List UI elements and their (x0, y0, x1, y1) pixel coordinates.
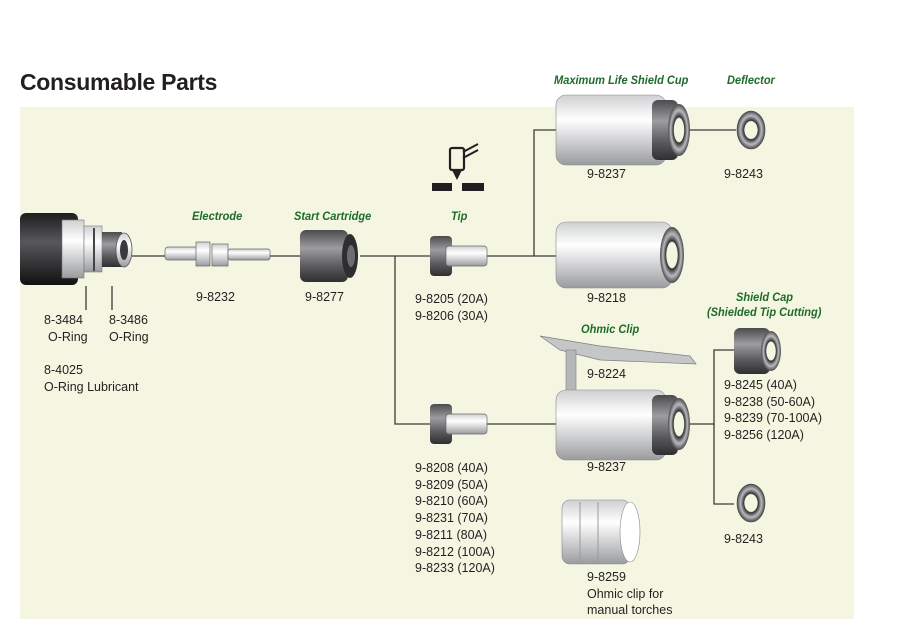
shield-cup-drag-part (555, 221, 684, 289)
label-ohmic-clip: Ohmic Clip (581, 322, 640, 336)
ohmic-manual-part (561, 499, 641, 565)
line-cup-deflector-bottom (713, 424, 734, 505)
part-number: 8-3486 (109, 313, 148, 327)
label-shield-cap: Shield Cap (736, 290, 794, 304)
electrode-part (164, 241, 271, 267)
part-number: 9-8205 (20A) (415, 292, 488, 306)
label-start-cartridge: Start Cartridge (294, 209, 372, 223)
part-number: 8-4025 (44, 363, 83, 377)
part-lubricant: 8-4025 O-Ring Lubricant (44, 362, 139, 395)
part-number: 9-8211 (80A) (415, 527, 488, 542)
page-title: Consumable Parts (20, 69, 218, 95)
tip-lower-part (430, 404, 488, 444)
part-number: 9-8231 (70A) (415, 511, 488, 526)
part-shield-cup-bottom-number: 9-8237 (587, 460, 626, 474)
shield-cup-top-part (555, 94, 690, 166)
part-number: 9-8256 (120A) (724, 428, 804, 443)
shield-cup-bottom-part (555, 389, 690, 461)
line-branch-lower-tip (394, 256, 430, 425)
torch-head (20, 213, 133, 285)
part-shield-cap-list: 9-8245 (40A) 9-8238 (50-60A) 9-8239 (70-… (724, 377, 822, 444)
label-max-life-shield-cup: Maximum Life Shield Cup (554, 73, 689, 87)
part-oring-2: 8-3486 O-Ring (109, 312, 149, 345)
part-ohmic-manual: 9-8259 Ohmic clip for manual torches (587, 569, 672, 619)
part-oring-1: 8-3484 O-Ring (44, 312, 88, 345)
part-start-cartridge-number: 9-8277 (305, 290, 344, 304)
part-name: O-Ring (109, 329, 149, 344)
diagram-panel (20, 107, 854, 619)
torch-cutting-icon (432, 143, 484, 191)
part-electrode-number: 9-8232 (196, 290, 235, 304)
label-deflector: Deflector (727, 73, 775, 87)
part-name: O-Ring Lubricant (44, 379, 139, 394)
part-deflector-top-number: 9-8243 (724, 167, 763, 181)
part-number: 9-8210 (60A) (415, 494, 488, 509)
part-shield-cup-top-number: 9-8237 (587, 167, 626, 181)
part-tip-lower-list: 9-8208 (40A) 9-8209 (50A) 9-8210 (60A) 9… (415, 460, 495, 577)
tip-upper-part (430, 236, 488, 276)
label-shield-cap-sub: (Shielded Tip Cutting) (707, 305, 822, 319)
part-number: 8-3484 (44, 313, 83, 327)
part-desc: Ohmic clip for (587, 586, 664, 601)
deflector-bottom-part (736, 483, 766, 523)
line-cup-shieldcap (690, 349, 734, 425)
part-ohmic-clip-number: 9-8224 (587, 367, 626, 381)
deflector-top-part (736, 110, 766, 150)
part-number: 9-8245 (40A) (724, 378, 797, 392)
line-branch-top-cup (533, 129, 556, 256)
part-number: 9-8233 (120A) (415, 561, 495, 576)
part-shield-cup-drag-number: 9-8218 (587, 291, 626, 305)
part-deflector-bottom-number: 9-8243 (724, 532, 763, 546)
part-number: 9-8239 (70-100A) (724, 411, 822, 426)
label-electrode: Electrode (192, 209, 243, 223)
start-cartridge-part (300, 230, 358, 282)
part-tip-upper-list: 9-8205 (20A) 9-8206 (30A) (415, 291, 488, 324)
part-number: 9-8208 (40A) (415, 461, 488, 475)
part-number: 9-8259 (587, 570, 626, 584)
part-number: 9-8212 (100A) (415, 544, 495, 559)
part-number: 9-8238 (50-60A) (724, 394, 816, 409)
part-number: 9-8206 (30A) (415, 308, 488, 323)
part-name: O-Ring (48, 329, 88, 344)
part-number: 9-8209 (50A) (415, 477, 488, 492)
shield-cap-part (734, 328, 781, 374)
part-desc: manual torches (587, 603, 673, 618)
label-tip: Tip (451, 209, 468, 223)
connector-lines (85, 129, 736, 505)
